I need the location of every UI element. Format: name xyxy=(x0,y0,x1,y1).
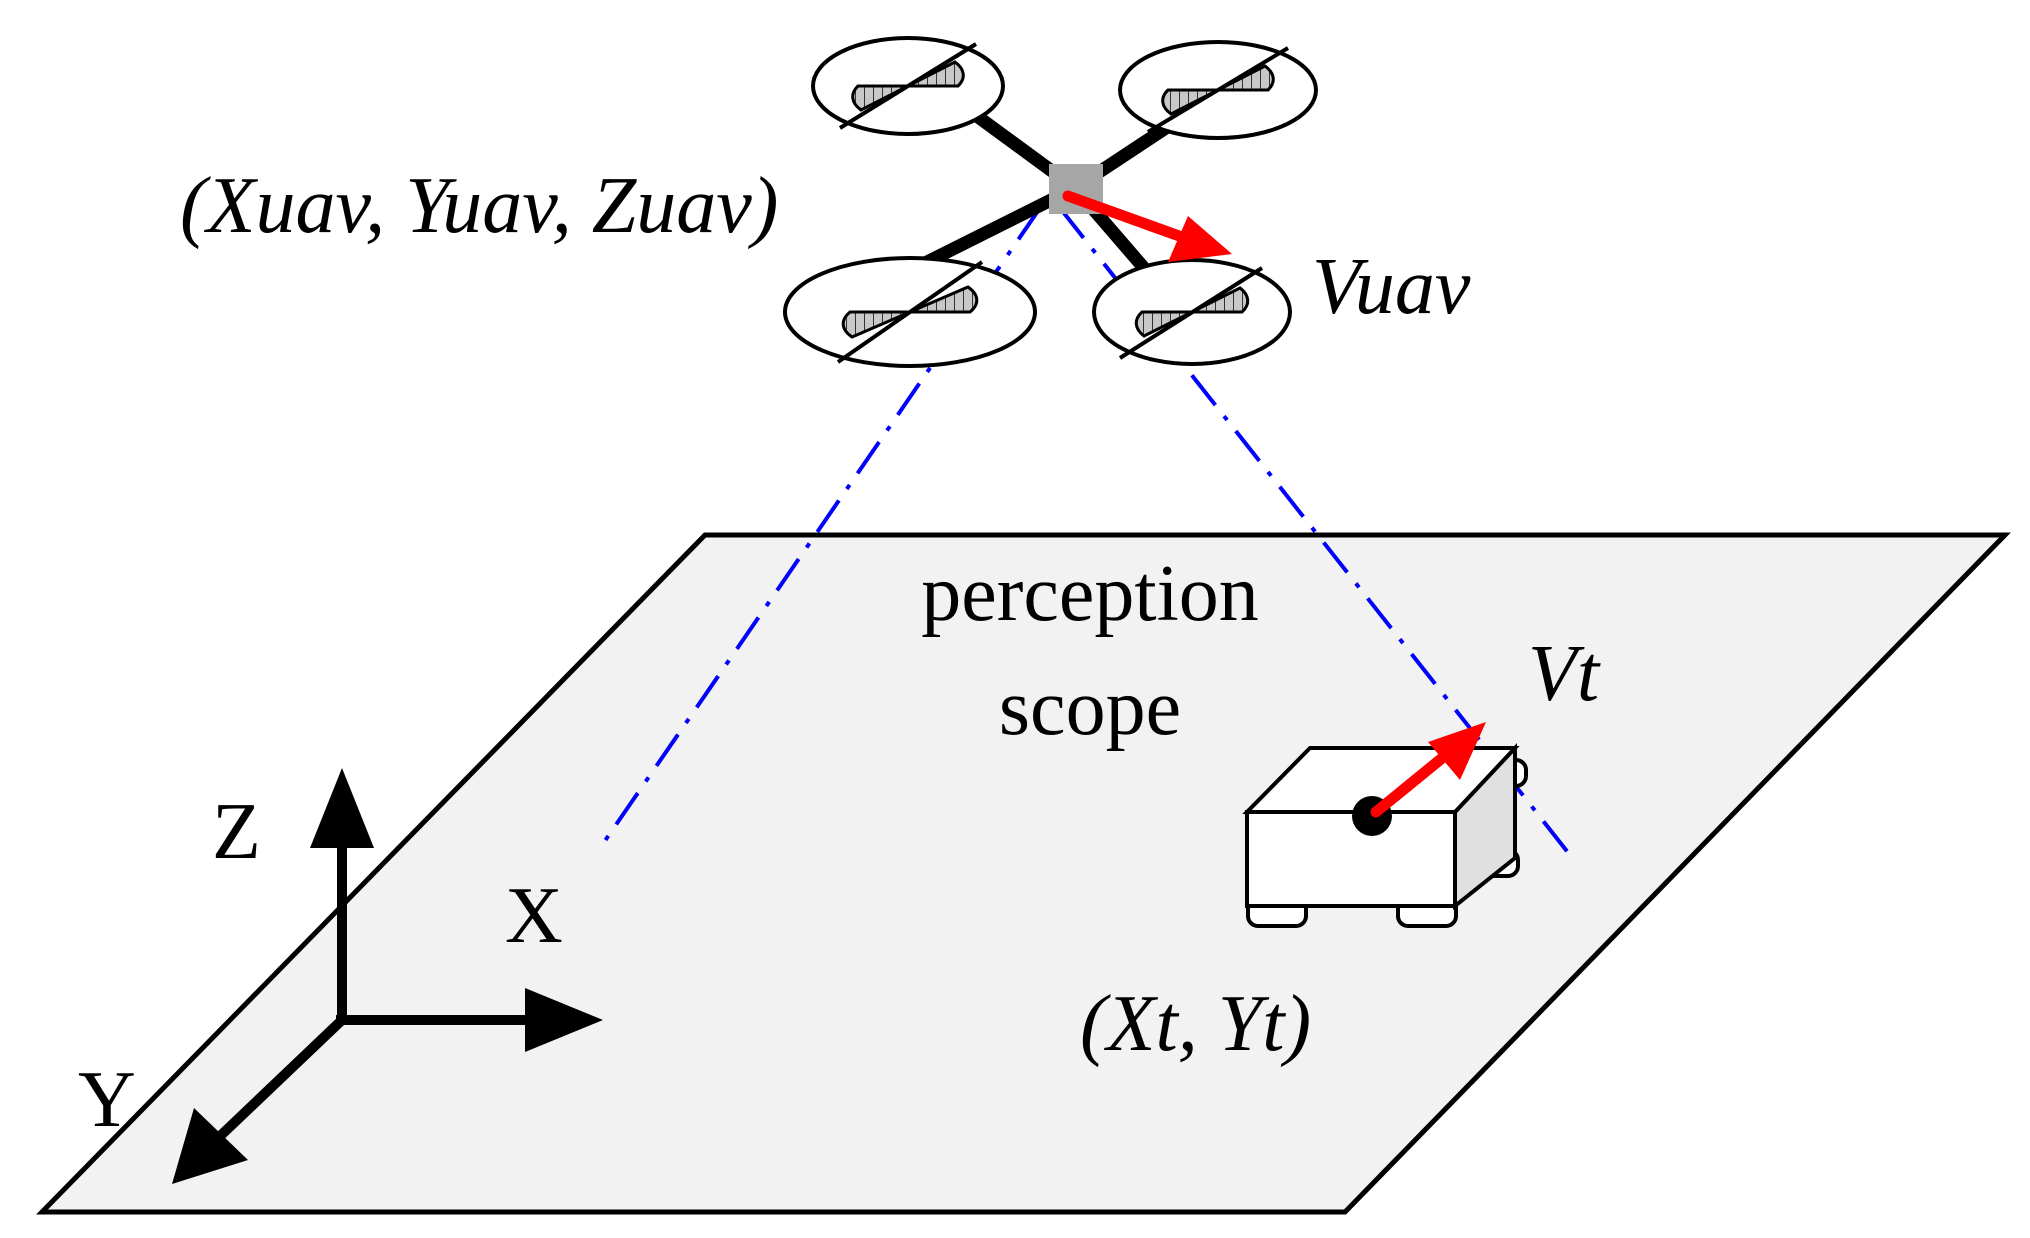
perception-cone-left-edge xyxy=(598,206,1042,850)
perception-cone xyxy=(598,206,1572,857)
propeller-front-left xyxy=(783,256,1037,368)
perception-scope-label-line2: scope xyxy=(999,664,1181,752)
uav-position-label: (Xuav, Yuav, Zuav) xyxy=(180,162,778,250)
perception-scope-label-line1: perception xyxy=(921,550,1259,638)
quadrotor-drone-icon xyxy=(783,36,1318,368)
uav-velocity-label: Vuav xyxy=(1312,243,1471,331)
z-axis-arrowhead xyxy=(310,768,374,848)
target-velocity-arrow xyxy=(1370,722,1486,818)
y-axis-label: Y xyxy=(78,1056,136,1144)
perception-cone-right-edge xyxy=(1058,206,1572,857)
uav-velocity-arrow xyxy=(1062,190,1232,262)
propeller-back-left xyxy=(811,36,1005,136)
x-axis-arrowhead xyxy=(525,988,603,1052)
y-axis-arrowhead xyxy=(172,1108,248,1184)
propeller-front-right xyxy=(1092,258,1292,366)
propeller-back-right xyxy=(1118,40,1318,140)
target-velocity-label: Vt xyxy=(1528,630,1601,718)
target-position-label: (Xt, Yt) xyxy=(1080,980,1311,1068)
x-axis-label: X xyxy=(505,872,563,960)
coordinate-axes xyxy=(172,768,603,1184)
drone-body xyxy=(1049,164,1103,214)
z-axis-label: Z xyxy=(212,788,261,876)
